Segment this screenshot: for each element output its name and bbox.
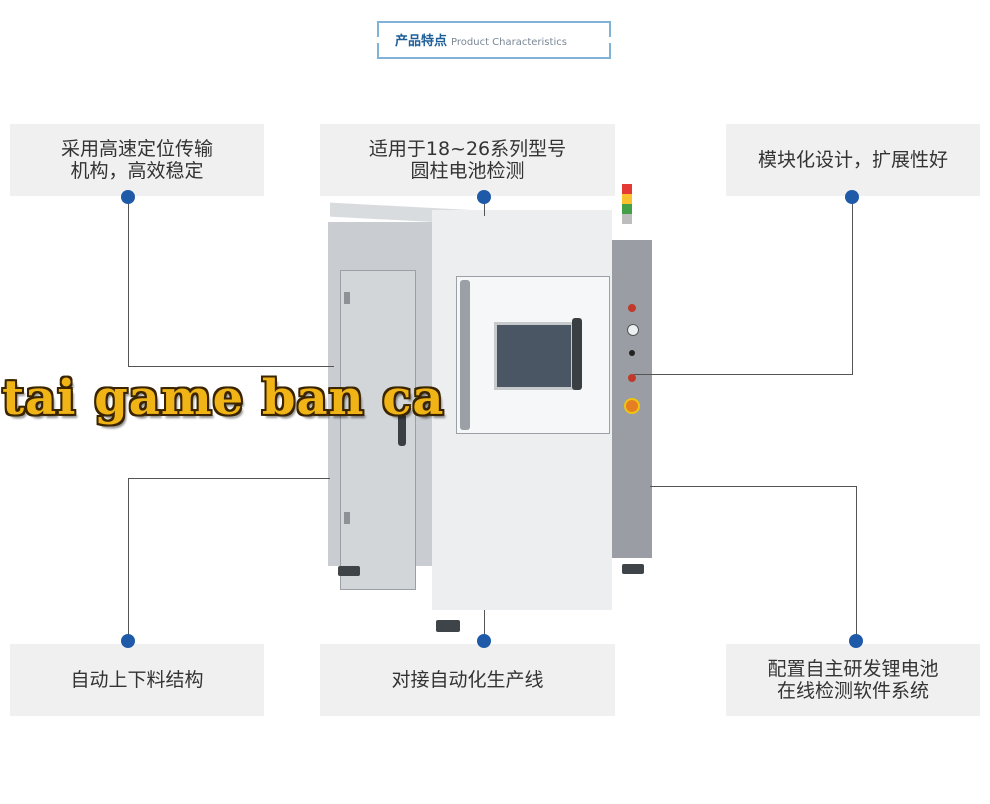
feature-box-production-line: 对接自动化生产线 xyxy=(320,644,615,716)
feature-text-line: 采用高速定位传输 xyxy=(60,138,213,160)
watermark-text: tai game ban ca xyxy=(2,370,445,426)
header-title-cn: 产品特点 xyxy=(395,34,448,49)
header-frame-top xyxy=(377,21,611,37)
feature-text-line: 在线检测软件系统 xyxy=(776,680,929,702)
start-button xyxy=(628,374,636,382)
feature-text-line: 自动上下料结构 xyxy=(70,669,204,691)
leader-dot xyxy=(849,634,863,648)
leveling-foot xyxy=(622,564,644,574)
feature-text-line: 模块化设计，扩展性好 xyxy=(757,149,948,171)
emergency-stop xyxy=(624,398,640,414)
selector-knob xyxy=(627,324,639,336)
feature-box-positioning: 采用高速定位传输 机构，高效稳定 xyxy=(10,124,264,196)
leader-line xyxy=(650,486,857,487)
signal-tower-base xyxy=(622,214,632,224)
signal-light-yellow xyxy=(622,194,632,204)
feature-text-line: 适用于18~26系列型号 xyxy=(368,138,567,160)
feature-box-modular: 模块化设计，扩展性好 xyxy=(726,124,980,196)
key-switch xyxy=(629,350,635,356)
leader-line xyxy=(856,486,857,638)
feature-text-line: 圆柱电池检测 xyxy=(410,160,525,182)
leader-dot xyxy=(121,190,135,204)
header-frame-bottom xyxy=(377,43,611,59)
leader-line xyxy=(128,478,129,638)
feature-text-line: 对接自动化生产线 xyxy=(391,669,544,691)
feature-box-battery-compat: 适用于18~26系列型号 圆柱电池检测 xyxy=(320,124,615,196)
feature-box-software: 配置自主研发锂电池 在线检测软件系统 xyxy=(726,644,980,716)
indicator-light xyxy=(628,304,636,312)
signal-light-red xyxy=(622,184,632,194)
viewing-window xyxy=(494,322,574,390)
feature-text-line: 机构，高效稳定 xyxy=(70,160,204,182)
leader-line xyxy=(484,610,485,640)
leveling-foot xyxy=(338,566,360,576)
header-title-en: Product Characteristics xyxy=(451,37,567,48)
leader-dot xyxy=(845,190,859,204)
leader-line xyxy=(634,374,853,375)
leader-dot xyxy=(477,634,491,648)
side-door-hinge xyxy=(344,512,350,524)
leader-line xyxy=(484,196,485,216)
side-door-handle xyxy=(398,414,406,446)
feature-text-line: 配置自主研发锂电池 xyxy=(767,658,939,680)
window-handle xyxy=(572,318,582,390)
leveling-foot xyxy=(436,620,460,632)
leader-line xyxy=(128,478,330,479)
front-door-handle-bar xyxy=(460,280,470,430)
signal-light-green xyxy=(622,204,632,214)
side-door-hinge xyxy=(344,292,350,304)
leader-line xyxy=(852,196,853,374)
leader-line xyxy=(128,196,129,366)
leader-dot xyxy=(477,190,491,204)
feature-box-auto-loading: 自动上下料结构 xyxy=(10,644,264,716)
leader-dot xyxy=(121,634,135,648)
signal-tower xyxy=(622,184,632,224)
leader-line xyxy=(128,366,334,367)
